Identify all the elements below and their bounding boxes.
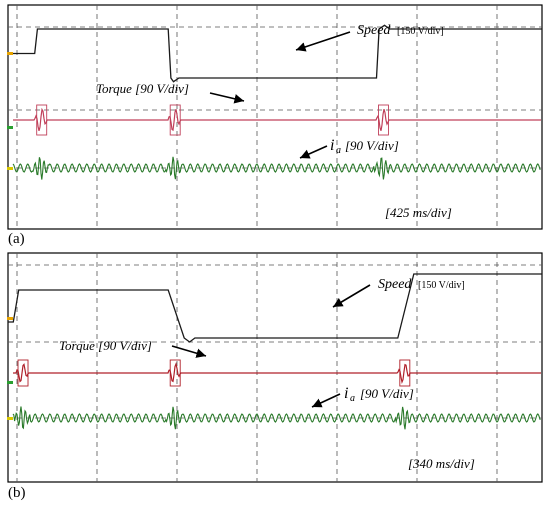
panel-a-speed-label: Speed bbox=[357, 23, 391, 38]
annotation-arrow bbox=[209, 92, 245, 104]
annotation-arrow bbox=[332, 284, 371, 308]
torque-channel-marker bbox=[7, 126, 13, 129]
speed-trace bbox=[8, 24, 542, 83]
panel-a-current-subscript: a bbox=[336, 145, 341, 156]
annotation-arrow bbox=[299, 145, 328, 159]
panel-b-current-scale: [90 V/div] bbox=[360, 386, 414, 401]
plot-frame bbox=[7, 252, 543, 483]
panel-b-label: (b) bbox=[8, 485, 26, 501]
panel-a-plot bbox=[7, 4, 543, 230]
annotation-arrow bbox=[295, 31, 351, 52]
panel-b-plot bbox=[7, 252, 543, 483]
panel-b-current-symbol: i bbox=[344, 385, 348, 402]
current-channel-marker bbox=[7, 417, 13, 420]
current-trace bbox=[12, 156, 541, 180]
torque-channel-marker bbox=[7, 381, 13, 384]
plot-frame bbox=[7, 4, 543, 230]
torque-trace bbox=[13, 107, 541, 132]
speed-channel-marker bbox=[7, 317, 13, 320]
torque-pulse bbox=[399, 359, 411, 387]
panel-a-torque-label: Torque [90 V/div] bbox=[96, 81, 189, 96]
panel-a-time-scale: [425 ms/div] bbox=[385, 205, 452, 220]
panel-b-speed-scale: [150 V/div] bbox=[418, 280, 465, 291]
panel-b-speed-label: Speed bbox=[378, 277, 412, 292]
panel-b-torque-label: Torque [90 V/div] bbox=[59, 338, 152, 353]
panel-a-current-symbol: i bbox=[330, 137, 334, 154]
panel-a-label: (a) bbox=[8, 231, 25, 247]
torque-pulse bbox=[17, 359, 29, 387]
torque-pulse bbox=[169, 359, 181, 387]
annotation-arrow bbox=[311, 393, 341, 408]
annotation-arrows bbox=[171, 31, 371, 408]
torque-pulse bbox=[36, 104, 48, 136]
speed-channel-marker bbox=[7, 52, 13, 55]
torque-trace bbox=[13, 361, 541, 385]
current-channel-marker bbox=[7, 167, 13, 170]
speed-trace bbox=[8, 273, 542, 343]
torque-pulse bbox=[378, 104, 389, 136]
torque-pulse bbox=[169, 104, 181, 136]
current-trace bbox=[12, 406, 541, 430]
panel-a-current-scale: [90 V/div] bbox=[345, 138, 399, 153]
panel-b-time-scale: [340 ms/div] bbox=[408, 456, 475, 471]
panel-a-speed-scale: [150 V/div] bbox=[397, 26, 444, 37]
annotation-arrow bbox=[171, 345, 207, 358]
panel-b-current-subscript: a bbox=[350, 393, 355, 404]
